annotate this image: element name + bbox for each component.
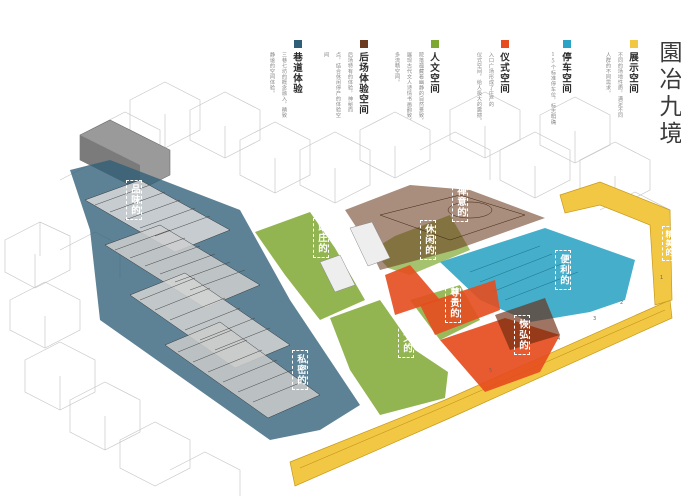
legend-swatch-ceremony [501, 40, 509, 48]
legend-item-display: 展示空间不同的场地性质，满足不同人群的不同需求。 [602, 52, 638, 118]
legend-description: 院落蕴藏着幽静的自然景致， [418, 52, 424, 124]
legend-item-parking: 停车空间 15个标准停车位，标志明确 [535, 52, 571, 125]
legend-title: 人文空间 [428, 52, 439, 94]
zone-label-renwen: 人文的 [398, 318, 414, 358]
legend-item-backyard: 后场体验空间后场特有的体验，神秘而点，结合休闲停产的体验空间 [323, 52, 368, 118]
scale-tick: 3 [593, 316, 597, 322]
legend-swatch-humanity [431, 40, 439, 48]
legend-item-ceremony: 仪式空间入口广场形成了庄严的仪式空间，给人极大的震撼。 [473, 52, 509, 124]
legend-title: 停车空间 [560, 52, 571, 94]
zone-label-pinwei: 品味的 [126, 180, 142, 220]
scale-tick: 4 [557, 336, 561, 342]
legend-description: 不同的场地性质，满足不同 [617, 52, 623, 118]
zone-label-chanyi: 禅意的 [452, 182, 468, 222]
legend-description: 点，结合休闲停产的体验空 [335, 52, 341, 118]
legend-swatch-backyard [360, 40, 368, 48]
scale-tick: 2 [620, 300, 624, 306]
legend-title: 后场体验空间 [357, 52, 368, 115]
traditional-buildings [84, 179, 321, 419]
legend-title: 仪式空间 [498, 52, 509, 94]
zone-label-huihong: 恢弘的 [514, 315, 530, 355]
zone-ceremony [385, 265, 560, 392]
legend-swatch-display [630, 40, 638, 48]
legend-description: 三巷七坊的概念融入，精致 [281, 52, 287, 118]
legend-swatch-alley [294, 40, 302, 48]
legend-description: 多流畅空间。 [394, 52, 400, 85]
legend-description: 人群的不同需求。 [605, 52, 611, 96]
zone-label-sihui: 私密的 [292, 350, 308, 390]
legend-swatch-parking [563, 40, 571, 48]
inner-buildings [319, 221, 391, 293]
page-title: 園冶九境 [655, 40, 681, 148]
legend-description: 静谧的空间体验。 [269, 52, 275, 96]
legend-description: 15个标准停车位，标志明确 [550, 52, 556, 126]
legend-item-humanity: 人文空间院落蕴藏着幽静的自然景致， 展现古代文人诗情书画韵致， 多流畅空间。 [394, 52, 439, 124]
legend-description: 展现古代文人诗情书画韵致， [406, 52, 412, 124]
legend-title: 展示空间 [627, 52, 638, 94]
zone-label-duanzhuang: 端庄的 [313, 218, 329, 258]
scale-tick: 1 [660, 275, 664, 281]
scale-tick: 5 [489, 368, 493, 374]
zone-label-xiuxian: 休闲的 [420, 220, 436, 260]
legend-title: 巷道体验 [291, 52, 302, 94]
legend-description: 间 [323, 52, 329, 58]
legend-description: 仪式空间，给人极大的震撼。 [476, 52, 482, 124]
zone-label-bianli: 便利的 [555, 250, 571, 290]
legend-description: 后场特有的体验，神秘而 [347, 52, 353, 113]
zone-display [289, 181, 673, 487]
zone-label-jingmei: 精美的 [662, 226, 678, 261]
legend-description: 入口广场形成了庄严的 [488, 52, 494, 107]
zone-label-zungui: 尊贵的 [445, 283, 461, 323]
zone-backyard [345, 185, 545, 270]
legend-item-alley: 巷道体验三巷七坊的概念融入，精致静谧的空间体验。 [266, 52, 302, 118]
